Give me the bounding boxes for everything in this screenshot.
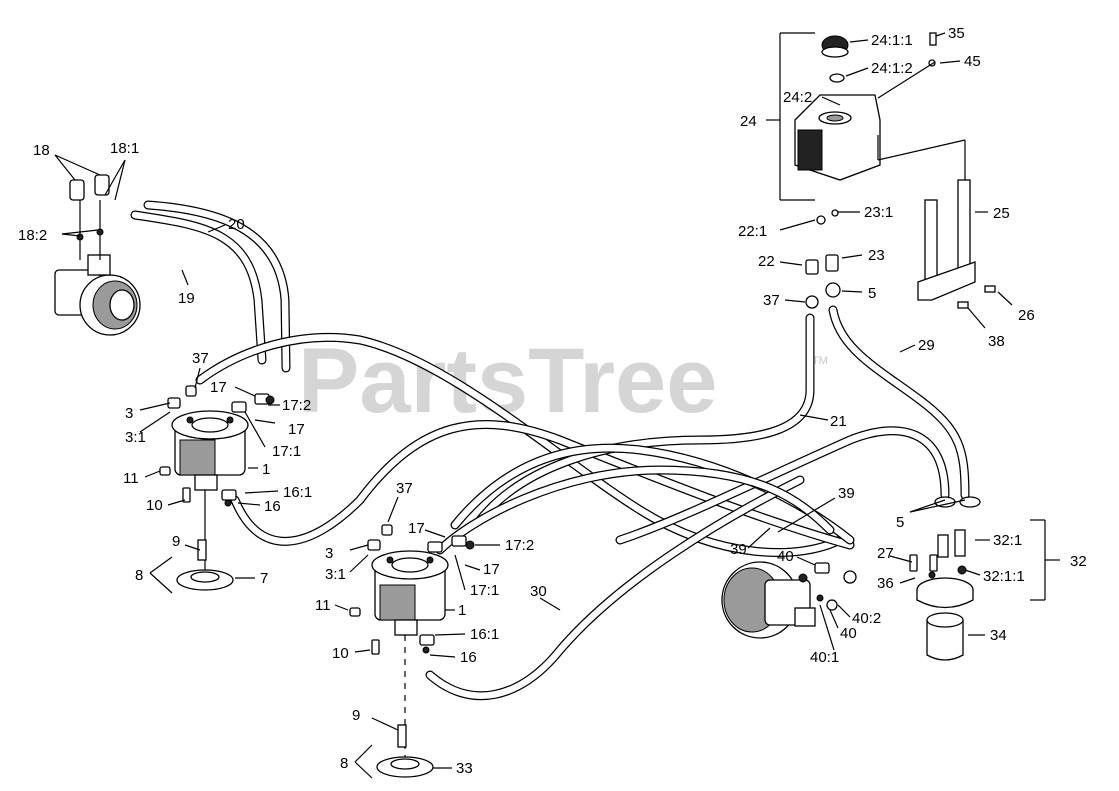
callout-35: 35 [948,25,965,42]
leader-lines [54,32,1060,779]
hoses [130,200,970,701]
callout-17-2-b: 17:2 [505,537,534,554]
pump-assembly-2 [371,550,449,778]
callout-39-b: 39 [730,541,747,558]
callout-16-b: 16 [460,649,477,666]
callout-9-b: 9 [352,707,360,724]
callout-34: 34 [990,627,1007,644]
callout-17-1-a: 17:1 [272,443,301,460]
callout-38: 38 [988,333,1005,350]
wheel-motor-left [54,200,141,336]
callout-10-b: 10 [332,645,349,662]
callout-17-b: 17 [288,421,305,438]
callout-21: 21 [830,413,847,430]
hydraulic-tank [794,32,937,181]
callout-17-d: 17 [483,561,500,578]
callout-37-a: 37 [192,350,209,367]
callout-24-1-2: 24:1:2 [871,60,913,77]
callout-5-a: 5 [868,285,876,302]
callout-17-1-b: 17:1 [470,582,499,599]
watermark-trademark: TM [812,355,828,367]
callout-32-1-1: 32:1:1 [983,568,1025,585]
callout-17-a: 17 [210,379,227,396]
callout-24-2: 24:2 [783,89,812,106]
pump-assembly-1 [171,410,249,591]
callout-5-b: 5 [896,514,904,531]
callout-30: 30 [530,583,547,600]
callout-18-1: 18:1 [110,140,139,157]
callout-37-c: 37 [763,292,780,309]
callout-11-a: 11 [123,470,139,487]
bracket-25 [917,179,996,309]
callout-labels: 18 18:1 18:2 20 19 37 3 3:1 17 17:2 17 1… [18,25,1087,777]
callout-27: 27 [877,545,894,562]
callout-18-2: 18:2 [18,227,47,244]
tank-fittings [805,209,938,572]
callout-3-1-b: 3:1 [325,566,346,583]
callout-39-a: 39 [838,485,855,502]
callout-20: 20 [228,216,245,233]
fittings-pump-2 [349,524,475,655]
callout-24-1-1: 24:1:1 [871,32,913,49]
callout-40-2: 40:2 [852,610,881,627]
callout-37-b: 37 [396,480,413,497]
callout-40-a: 40 [777,548,794,565]
callout-25: 25 [993,205,1010,222]
callout-26: 26 [1018,307,1035,324]
callout-29: 29 [918,337,935,354]
callout-3-a: 3 [125,405,133,422]
callout-17-2-a: 17:2 [282,397,311,414]
callout-16-1-a: 16:1 [283,484,312,501]
callout-23-1: 23:1 [864,204,893,221]
callout-3-b: 3 [325,545,333,562]
callout-19: 19 [178,290,195,307]
filter-assembly [909,496,981,661]
callout-1-b: 1 [458,602,466,619]
callout-11-b: 11 [315,597,331,614]
callout-24: 24 [740,113,757,130]
fittings-40 [814,562,857,611]
wheel-motor-right [721,561,816,639]
callout-8-a: 8 [135,567,143,584]
callout-9-a: 9 [172,533,180,550]
callout-10-a: 10 [146,497,163,514]
callout-8-b: 8 [340,755,348,772]
callout-3-1-a: 3:1 [125,429,146,446]
callout-36: 36 [877,575,894,592]
callout-16-1-b: 16:1 [470,626,499,643]
callout-7: 7 [260,570,268,587]
callout-22-1: 22:1 [738,223,767,240]
fittings-18 [69,174,110,241]
callout-32: 32 [1070,553,1087,570]
callout-40-b: 40 [840,625,857,642]
fittings-pump-1 [159,385,275,507]
callout-45: 45 [964,53,981,70]
callout-32-1: 32:1 [993,532,1022,549]
callout-22: 22 [758,253,775,270]
hose-19 [130,210,267,365]
callout-23: 23 [868,247,885,264]
callout-16-a: 16 [264,498,281,515]
callout-40-1: 40:1 [810,649,839,666]
callout-17-c: 17 [408,520,425,537]
callout-33: 33 [456,760,473,777]
callout-1-a: 1 [262,461,270,478]
callout-18: 18 [33,142,50,159]
